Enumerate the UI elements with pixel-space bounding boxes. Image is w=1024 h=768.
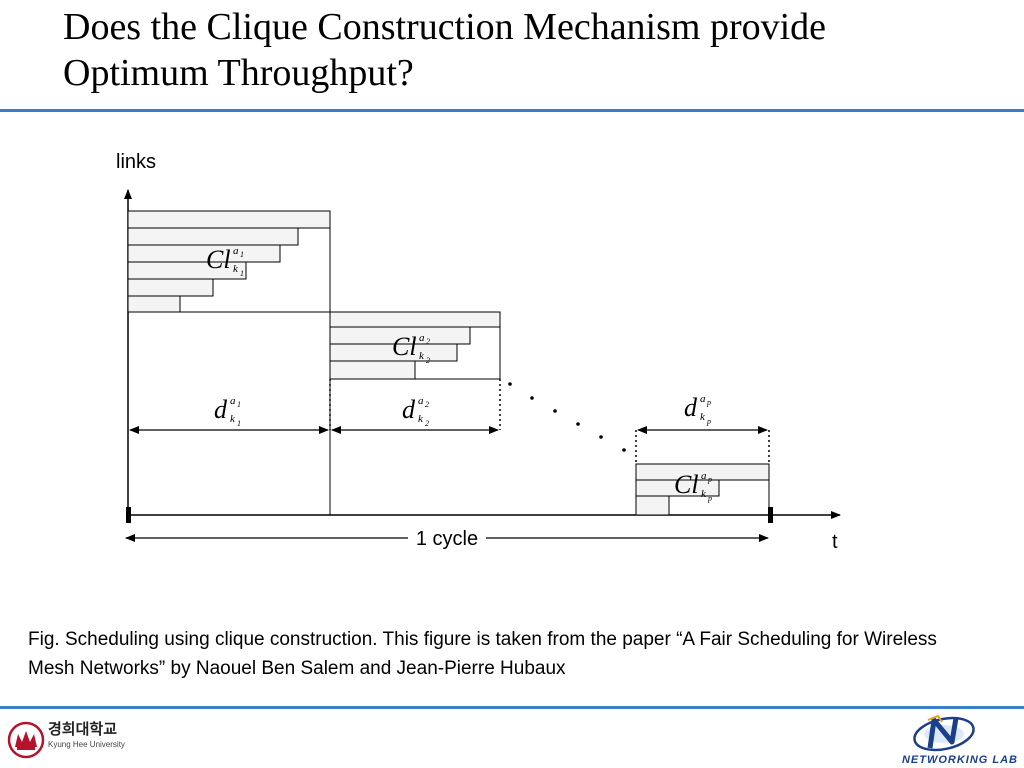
svg-text:a: a	[701, 470, 707, 482]
clique-1-bars	[127, 210, 331, 313]
x-axis-label: t	[832, 531, 838, 553]
link-bar	[127, 227, 299, 246]
svg-text:d: d	[214, 395, 228, 424]
svg-text:a: a	[233, 245, 239, 257]
clique-p-bars	[635, 463, 770, 516]
svg-text:k: k	[700, 411, 706, 423]
svg-text:d: d	[402, 395, 416, 424]
duration-1-label: d a 1 k 1	[214, 395, 241, 428]
bottom-divider	[0, 706, 1024, 709]
duration-p-label: d a p k p	[684, 393, 711, 426]
link-bar	[635, 479, 720, 497]
link-bar	[127, 295, 181, 313]
svg-text:Cl: Cl	[392, 332, 417, 361]
cycle-label: 1 cycle	[416, 528, 478, 550]
link-bar	[329, 311, 501, 328]
svg-text:2: 2	[426, 337, 430, 346]
svg-text:k: k	[418, 413, 424, 425]
svg-text:p: p	[706, 398, 711, 407]
top-divider	[0, 109, 1024, 112]
university-seal-icon	[7, 721, 45, 759]
networking-lab-emblem-icon	[913, 714, 975, 752]
svg-text:a: a	[418, 395, 424, 407]
svg-text:1: 1	[240, 250, 244, 259]
svg-text:p: p	[707, 475, 712, 484]
svg-text:p: p	[707, 494, 712, 503]
university-logo: 경희대학교 Kyung Hee University	[6, 718, 146, 762]
clique-schedule-diagram: links t	[116, 151, 841, 553]
svg-text:1: 1	[237, 419, 241, 428]
networking-lab-wordmark: NETWORKING LAB	[901, 754, 1018, 766]
link-bar	[127, 210, 331, 229]
svg-text:k: k	[233, 263, 239, 275]
svg-text:2: 2	[425, 419, 429, 428]
svg-text:k: k	[701, 488, 707, 500]
continuation-dots	[508, 382, 626, 452]
networking-lab-logo: NETWORKING LAB	[862, 712, 1022, 766]
figure-caption: Fig. Scheduling using clique constructio…	[28, 629, 937, 679]
university-name-korean: 경희대학교	[48, 720, 118, 738]
svg-text:1: 1	[237, 400, 241, 409]
slide-title: Does the Clique Construction Mechanism p…	[63, 6, 827, 94]
svg-text:a: a	[419, 332, 425, 344]
link-bar	[127, 278, 214, 297]
clique-1-label: Cl a 1 k 1	[206, 245, 244, 278]
svg-text:Cl: Cl	[674, 470, 699, 499]
clique-p-label: Cl a p k p	[674, 470, 712, 503]
svg-text:2: 2	[426, 356, 430, 365]
cycle-start-tick	[126, 507, 131, 523]
clique-2-label: Cl a 2 k 2	[392, 332, 430, 365]
svg-text:a: a	[230, 395, 236, 407]
svg-text:p: p	[706, 417, 711, 426]
svg-text:k: k	[230, 413, 236, 425]
svg-text:1: 1	[240, 269, 244, 278]
svg-text:k: k	[419, 350, 425, 362]
link-bar	[635, 495, 670, 516]
link-bar	[329, 360, 416, 380]
svg-text:Cl: Cl	[206, 245, 231, 274]
y-axis-label: links	[116, 151, 156, 173]
link-bar	[127, 244, 281, 263]
cycle-end-tick	[768, 507, 773, 523]
duration-2-label: d a 2 k 2	[402, 395, 429, 428]
clique-2-bars	[329, 311, 501, 380]
svg-text:d: d	[684, 393, 698, 422]
svg-text:2: 2	[425, 400, 429, 409]
university-name-english: Kyung Hee University	[48, 740, 125, 749]
svg-text:a: a	[700, 393, 706, 405]
